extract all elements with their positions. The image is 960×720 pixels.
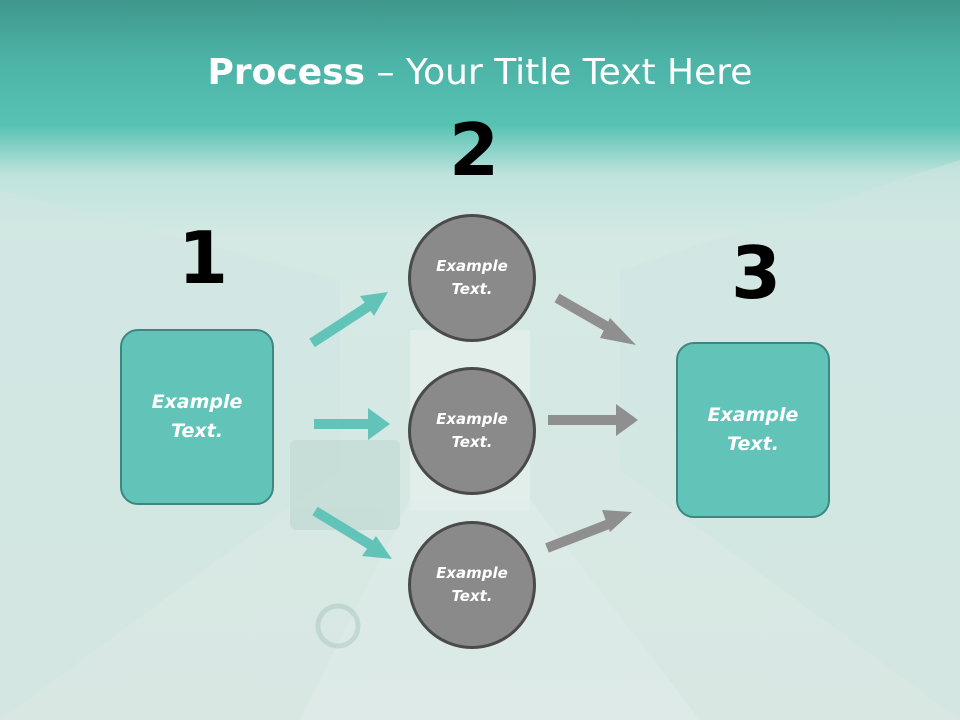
step-3-text: Example Text. — [707, 404, 799, 455]
arrowhead-1-to-2c — [362, 536, 392, 559]
title-bold: Process — [207, 52, 366, 93]
arrowhead-2b-to-3 — [616, 404, 638, 436]
step-2-circle-3: Example Text. — [408, 521, 536, 649]
step-2-circle-2: Example Text. — [408, 367, 536, 495]
step-2-circle-2-text: Example Text. — [436, 410, 508, 451]
step-1-text: Example Text. — [151, 391, 243, 442]
arrowhead-2c-to-3 — [602, 510, 632, 532]
arrow-1-to-2c — [312, 506, 377, 552]
arrow-1-to-2a — [309, 299, 375, 348]
slide-title: Process – Your Title Text Here — [0, 52, 960, 93]
step-2-circle-1-text: Example Text. — [436, 257, 508, 298]
step-2-circle-3-text: Example Text. — [436, 564, 508, 605]
step-number-3: 3 — [731, 231, 782, 315]
arrowhead-1-to-2b — [368, 408, 390, 440]
step-number-1: 1 — [178, 216, 229, 300]
arrowhead-1-to-2a — [360, 292, 388, 316]
step-3-box: Example Text. — [676, 342, 830, 518]
title-rest: – Your Title Text Here — [365, 52, 753, 93]
step-number-2: 2 — [449, 108, 500, 192]
arrow-2c-to-3 — [545, 517, 616, 553]
arrowhead-2a-to-3 — [600, 318, 636, 345]
step-2-circle-1: Example Text. — [408, 214, 536, 342]
step-1-box: Example Text. — [120, 329, 274, 505]
